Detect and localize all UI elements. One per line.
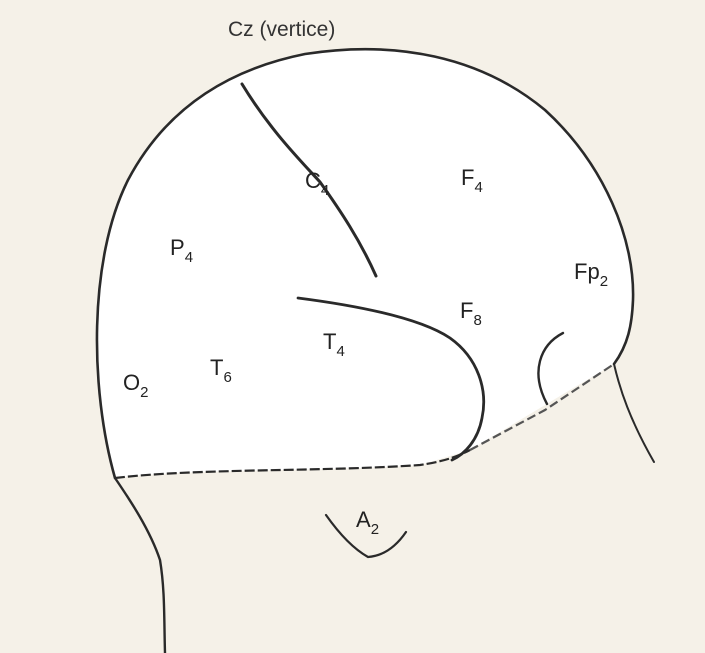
vertex-label: Cz (vertice) xyxy=(228,18,335,41)
